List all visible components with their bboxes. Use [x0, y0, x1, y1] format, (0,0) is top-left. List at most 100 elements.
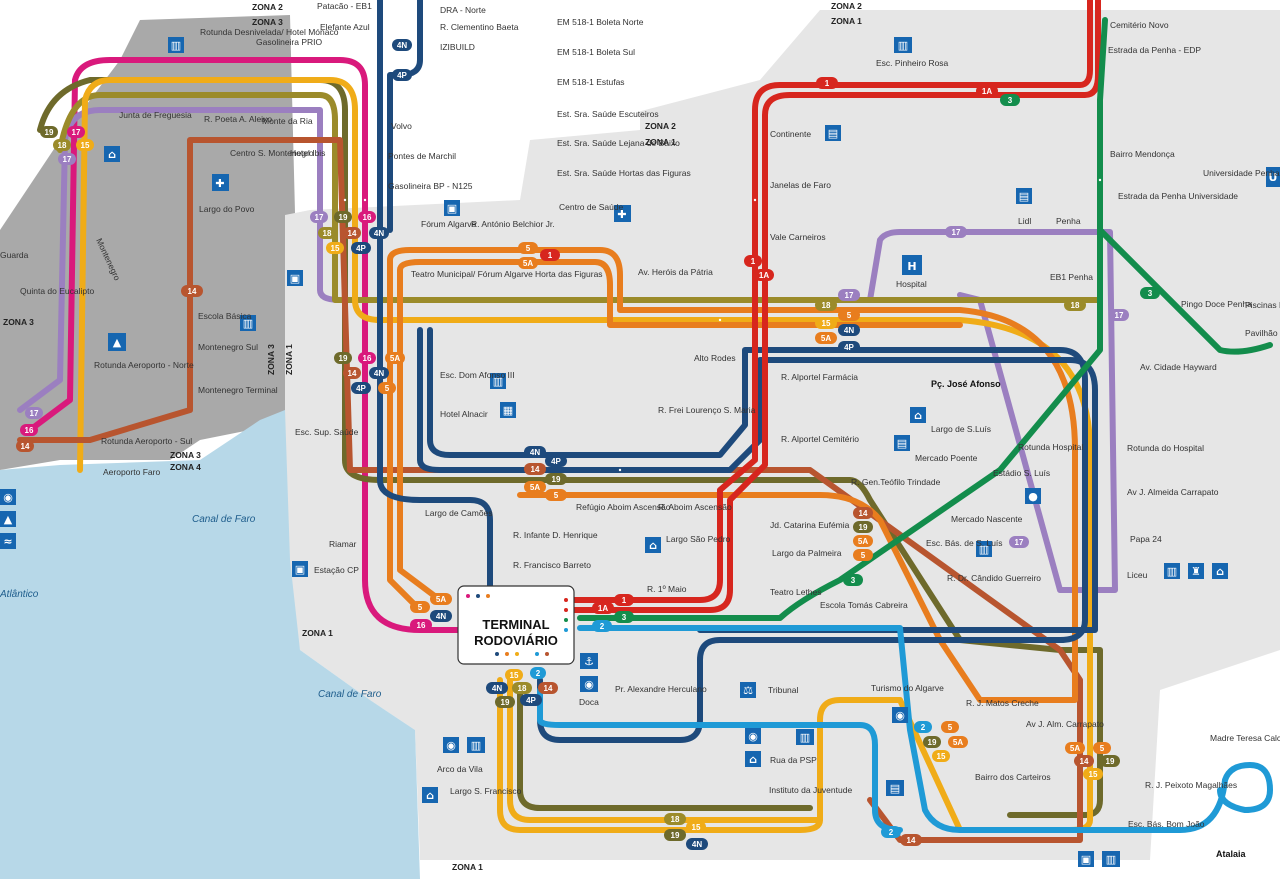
badge-5i[interactable]: 5 [410, 601, 430, 613]
badge-3[interactable]: 3 [1000, 94, 1020, 106]
badge-16i[interactable]: 16 [410, 619, 432, 631]
badge-15b[interactable]: 15 [815, 317, 837, 329]
badge-17h[interactable]: 17 [1009, 536, 1029, 548]
badge-4Pb[interactable]: 4P [838, 341, 860, 353]
svg-text:14: 14 [348, 369, 357, 378]
badge-14f[interactable]: 14 [343, 367, 361, 379]
badge-19k[interactable]: 19 [664, 829, 686, 841]
badge-1A[interactable]: 1A [976, 85, 998, 97]
badge-5Ai[interactable]: 5A [430, 593, 452, 605]
badge-5Ah[interactable]: 5A [853, 535, 873, 547]
badge-14[interactable]: 14 [181, 285, 203, 297]
badge-19g[interactable]: 19 [545, 473, 567, 485]
badge-1[interactable]: 1 [816, 77, 838, 89]
badge-14j[interactable]: 14 [538, 682, 558, 694]
badge-4Pj[interactable]: 4P [520, 694, 542, 706]
museum-icon: ▥ [467, 737, 485, 753]
school-icon-5: ▥ [1164, 563, 1180, 579]
badge-15[interactable]: 15 [76, 139, 94, 151]
badge-15l[interactable]: 15 [932, 750, 950, 762]
badge-15j[interactable]: 15 [505, 669, 523, 681]
badge-4Ne[interactable]: 4N [369, 227, 389, 239]
badge-3i[interactable]: 3 [614, 611, 634, 623]
svg-text:Teatro Lethes: Teatro Lethes [770, 587, 822, 597]
badge-4Pe[interactable]: 4P [351, 242, 371, 254]
badge-5Ag[interactable]: 5A [524, 481, 546, 493]
badge-4Pf[interactable]: 4P [351, 382, 371, 394]
badge-1c[interactable]: 1 [540, 249, 560, 261]
badge-5l[interactable]: 5 [941, 721, 959, 733]
badge-4Nk[interactable]: 4N [686, 838, 708, 850]
terminal-rodoviario[interactable]: TERMINAL RODOVIÁRIO [457, 585, 575, 665]
badge-17d[interactable]: 17 [838, 289, 860, 301]
badge-4Pg[interactable]: 4P [545, 455, 567, 467]
badge-3b[interactable]: 3 [1140, 287, 1160, 299]
badge-2k[interactable]: 2 [881, 826, 901, 838]
badge-18e[interactable]: 18 [318, 227, 336, 239]
badge-1d[interactable]: 1 [744, 255, 762, 267]
badge-18[interactable]: 18 [53, 139, 71, 151]
badge-4Nf[interactable]: 4N [369, 367, 389, 379]
badge-4N[interactable]: 4N [392, 39, 412, 51]
badge-4Ni[interactable]: 4N [430, 610, 452, 622]
badge-4Ng[interactable]: 4N [524, 446, 546, 458]
badge-5Af[interactable]: 5A [385, 352, 405, 364]
svg-text:3: 3 [1008, 96, 1013, 105]
badge-14e[interactable]: 14 [343, 227, 361, 239]
badge-15k[interactable]: 15 [686, 821, 706, 833]
badge-3h[interactable]: 3 [843, 574, 863, 586]
badge-5Am[interactable]: 5A [1065, 742, 1085, 754]
badge-19[interactable]: 19 [40, 126, 58, 138]
badge-17c[interactable]: 17 [1109, 309, 1129, 321]
badge-14n[interactable]: 14 [16, 440, 34, 452]
badge-15m[interactable]: 15 [1083, 768, 1103, 780]
badge-19e[interactable]: 19 [334, 211, 352, 223]
badge-4Nj[interactable]: 4N [486, 682, 508, 694]
svg-text:19: 19 [552, 475, 561, 484]
badge-5Ab[interactable]: 5A [815, 332, 837, 344]
badge-16[interactable]: 17 [67, 126, 85, 138]
badge-16n[interactable]: 16 [20, 424, 38, 436]
badge-18k[interactable]: 18 [664, 813, 686, 825]
badge-5f[interactable]: 5 [378, 382, 396, 394]
badge-17n[interactable]: 17 [25, 407, 43, 419]
badge-1i[interactable]: 1 [614, 594, 634, 606]
badge-19m[interactable]: 19 [1100, 755, 1120, 767]
badge-14g[interactable]: 14 [524, 463, 546, 475]
badge-2l[interactable]: 2 [914, 721, 932, 733]
badge-5g[interactable]: 5 [545, 489, 567, 501]
badge-16f[interactable]: 16 [358, 352, 376, 364]
badge-1Ad[interactable]: 1A [754, 269, 774, 281]
badge-1Ai[interactable]: 1A [592, 602, 614, 614]
hub-title-2: RODOVIÁRIO [474, 633, 558, 648]
badge-2j[interactable]: 2 [530, 667, 546, 679]
badge-5m[interactable]: 5 [1093, 742, 1111, 754]
svg-text:Teatro Municipal/ Fórum Algarv: Teatro Municipal/ Fórum Algarve [411, 269, 533, 279]
badge-14k[interactable]: 14 [900, 834, 922, 846]
badge-16e[interactable]: 16 [358, 211, 376, 223]
badge-5[interactable]: 5 [838, 309, 860, 321]
badge-2i[interactable]: 2 [592, 620, 612, 632]
badge-17b[interactable]: 17 [945, 226, 967, 238]
badge-18b[interactable]: 18 [1064, 299, 1086, 311]
badge-4Nb[interactable]: 4N [838, 324, 860, 336]
badge-5Al[interactable]: 5A [948, 736, 968, 748]
badge-4P[interactable]: 4P [392, 69, 412, 81]
badge-17[interactable]: 17 [58, 153, 76, 165]
badge-18j[interactable]: 18 [512, 682, 532, 694]
hospital-icon: H [902, 255, 922, 275]
badge-5c[interactable]: 5 [518, 242, 538, 254]
badge-19l[interactable]: 19 [923, 736, 941, 748]
badge-17e[interactable]: 17 [310, 211, 328, 223]
badge-15e[interactable]: 15 [326, 242, 344, 254]
badge-18c[interactable]: 18 [815, 299, 837, 311]
badge-19j[interactable]: 19 [495, 696, 515, 708]
badge-14m[interactable]: 14 [1074, 755, 1094, 767]
badge-19h[interactable]: 19 [853, 521, 873, 533]
badge-5Ac[interactable]: 5A [518, 257, 538, 269]
badge-19f[interactable]: 19 [334, 352, 352, 364]
badge-14h[interactable]: 14 [853, 507, 873, 519]
svg-text:5: 5 [861, 551, 866, 560]
badge-5h[interactable]: 5 [853, 549, 873, 561]
svg-text:Alto Rodes: Alto Rodes [694, 353, 736, 363]
